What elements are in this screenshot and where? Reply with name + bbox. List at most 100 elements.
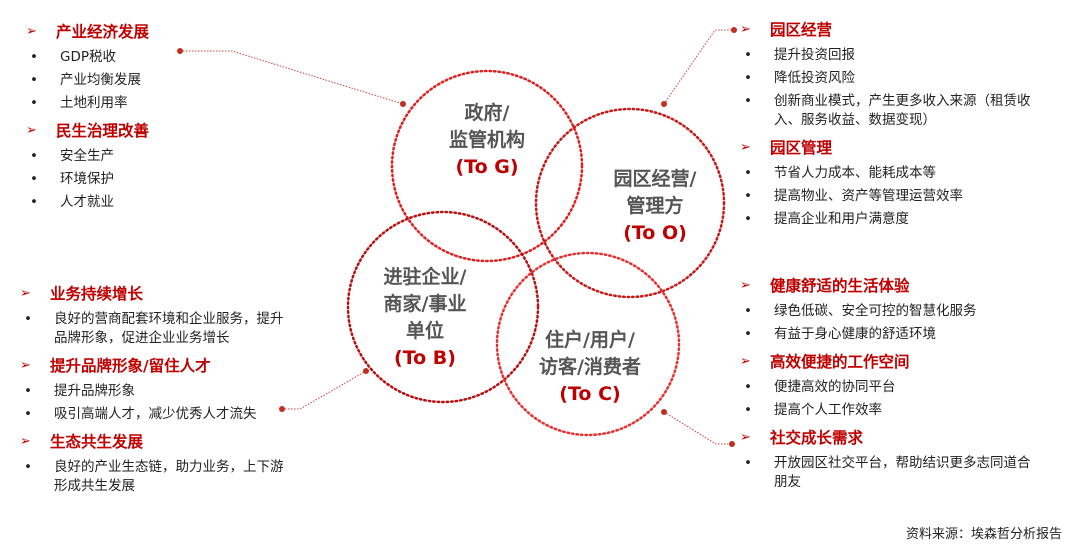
- dot: [729, 441, 735, 447]
- item-text: 环境保护: [60, 171, 114, 187]
- group-heading: ➢产业经济发展: [26, 18, 296, 44]
- list-item: • GDP税收: [26, 48, 296, 67]
- list-item: • 良好的产业生态链，助力业务，上下游形成共生发展: [20, 458, 295, 496]
- list-item: •提升投资回报: [740, 46, 1040, 65]
- list-item: •人才就业: [26, 193, 296, 212]
- bullet-icon: •: [744, 211, 752, 227]
- dot: [661, 101, 667, 107]
- to-o-benefits: ➢园区经营 •提升投资回报 • 降低投资风险 • 创新商业模式，产生更多收入来源（租赁收入…: [740, 16, 1040, 233]
- group-title: 高效便捷的工作空间: [770, 353, 910, 371]
- to-c-benefits: ➢健康舒适的生活体验•绿色低碳、安全可控的智慧化服务•有益于身心健康的舒适环境➢…: [740, 272, 1040, 496]
- bullet-icon: •: [30, 49, 38, 65]
- label-to-b: 进驻企业/ 商家/事业 单位 (To B): [365, 264, 485, 372]
- bullet-icon: •: [744, 165, 752, 181]
- bullet-icon: •: [744, 188, 752, 204]
- bullet-icon: •: [744, 303, 752, 319]
- item-text: 便捷高效的协同平台: [774, 379, 896, 395]
- bullet-icon: •: [24, 383, 32, 399]
- bullet-icon: •: [744, 455, 752, 471]
- bullet-icon: •: [30, 194, 38, 210]
- arrow-bullet-icon: ➢: [740, 139, 751, 155]
- circle-code: (To O): [623, 222, 687, 244]
- group-heading: ➢社交成长需求: [740, 424, 1040, 450]
- item-text: 提高企业和用户满意度: [774, 211, 909, 227]
- item-text: 绿色低碳、安全可控的智慧化服务: [774, 303, 977, 319]
- item-text: 提升品牌形象: [54, 383, 135, 399]
- source-note: 资料来源：埃森哲分析报告: [905, 527, 1062, 542]
- bullet-icon: •: [744, 326, 752, 342]
- bullet-icon: •: [30, 95, 38, 111]
- list-item: • 提高物业、资产等管理运营效率: [740, 187, 1040, 206]
- bullet-icon: •: [744, 402, 752, 418]
- list-item: • 环境保护: [26, 170, 296, 189]
- circle-title: 监管机构: [448, 129, 525, 151]
- label-to-o: 园区经营/ 管理方 (To O): [595, 166, 715, 247]
- bullet-icon: •: [30, 72, 38, 88]
- connector-g: [180, 50, 404, 105]
- list-item: •产业均衡发展: [26, 71, 296, 90]
- item-text: 提高物业、资产等管理运营效率: [774, 188, 963, 204]
- list-item: • 提高个人工作效率: [740, 401, 1040, 420]
- list-item: • 提升品牌形象: [20, 382, 295, 401]
- label-to-c: 住户/用户/ 访客/消费者 (To C): [520, 327, 660, 408]
- circle-title: 商家/事业: [383, 293, 467, 315]
- item-text: 土地利用率: [60, 95, 128, 111]
- circle-code: (To B): [394, 347, 456, 369]
- group-heading: ➢提升品牌形象/留住人才: [20, 352, 295, 378]
- item-text: 安全生产: [60, 148, 114, 164]
- group-heading: ➢ 业务持续增长: [20, 280, 295, 306]
- group-title: 健康舒适的生活体验: [770, 277, 910, 295]
- arrow-bullet-icon: ➢: [20, 357, 31, 373]
- group-heading: ➢ 高效便捷的工作空间: [740, 348, 1040, 374]
- arrow-bullet-icon: ➢: [20, 285, 31, 301]
- item-text: 降低投资风险: [774, 70, 855, 86]
- group-heading: ➢民生治理改善: [26, 117, 296, 143]
- bullet-icon: •: [24, 311, 32, 327]
- bullet-icon: •: [744, 93, 752, 109]
- item-text: GDP税收: [60, 49, 116, 65]
- list-item: • 提高企业和用户满意度: [740, 210, 1040, 229]
- circle-title: 访客/消费者: [539, 356, 641, 378]
- bullet-icon: •: [24, 459, 32, 475]
- bullet-icon: •: [30, 171, 38, 187]
- list-item: •便捷高效的协同平台: [740, 378, 1040, 397]
- list-item: • 土地利用率: [26, 94, 296, 113]
- list-item: • 节省人力成本、能耗成本等: [740, 164, 1040, 183]
- item-text: 开放园区社交平台，帮助结识更多志同道合朋友: [774, 455, 1031, 490]
- connector-b: [282, 370, 367, 410]
- item-text: 创新商业模式，产生更多收入来源（租赁收入、服务收益、数据变现）: [774, 93, 1031, 128]
- connector-o: [663, 29, 734, 105]
- item-text: 良好的营商配套环境和企业服务，提升品牌形象，促进企业业务增长: [54, 311, 284, 346]
- circle-to-c: [495, 251, 681, 437]
- dot: [400, 101, 406, 107]
- group-heading: ➢健康舒适的生活体验: [740, 272, 1040, 298]
- list-item: •安全生产: [26, 147, 296, 166]
- group-title: 园区管理: [770, 139, 833, 157]
- group-heading: ➢ 园区管理: [740, 134, 1040, 160]
- arrow-bullet-icon: ➢: [740, 429, 751, 445]
- item-text: 提高个人工作效率: [774, 402, 882, 418]
- item-text: 吸引高端人才，减少优秀人才流失: [54, 406, 257, 422]
- circle-title: 园区经营/: [613, 168, 697, 190]
- bullet-icon: •: [24, 406, 32, 422]
- list-item: • 创新商业模式，产生更多收入来源（租赁收入、服务收益、数据变现）: [740, 92, 1040, 130]
- circle-title: 政府/: [464, 102, 510, 124]
- dot: [363, 368, 369, 374]
- dot: [279, 406, 285, 412]
- circle-title: 单位: [405, 320, 444, 342]
- circle-code: (To G): [455, 156, 519, 178]
- circle-title: 住户/用户/: [545, 329, 635, 351]
- group-heading: ➢园区经营: [740, 16, 1040, 42]
- item-text: 有益于身心健康的舒适环境: [774, 326, 936, 342]
- item-text: 节省人力成本、能耗成本等: [774, 165, 936, 181]
- circle-code: (To C): [559, 383, 621, 405]
- circle-to-g: [390, 69, 584, 263]
- arrow-bullet-icon: ➢: [740, 353, 751, 369]
- connector-c: [663, 411, 732, 445]
- circle-title: 进驻企业/: [383, 266, 467, 288]
- item-text: 良好的产业生态链，助力业务，上下游形成共生发展: [54, 459, 284, 494]
- group-heading: ➢生态共生发展: [20, 428, 295, 454]
- group-title: 业务持续增长: [50, 285, 144, 303]
